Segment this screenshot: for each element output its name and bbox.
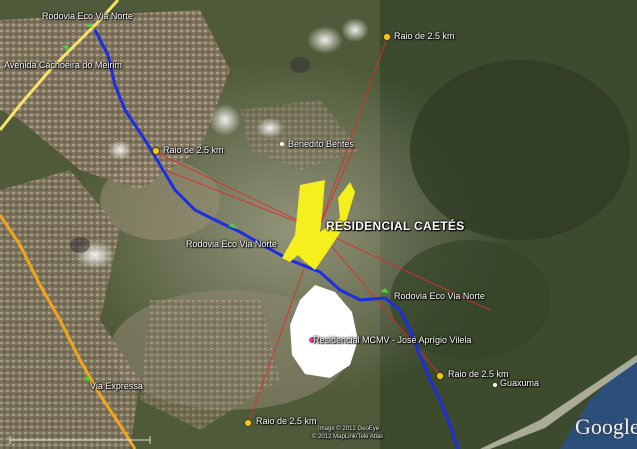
label-mcmv: Residencial MCMV - José Aprígio Vilela [313, 335, 472, 345]
label-via-expressa: Via Expressa [90, 381, 143, 391]
arrow-icon [62, 23, 389, 382]
residencial-caetes-area [282, 180, 355, 270]
label-avenida: Avenida Cachoeira do Meirim [4, 60, 122, 70]
mcmv-area [290, 285, 358, 378]
imagery-credit: Image © 2012 GeoEye [318, 426, 380, 432]
google-logo: Google [575, 414, 637, 439]
pin-icon[interactable] [436, 372, 444, 380]
label-rodovia-mid: Rodovia Eco Via Norte [186, 239, 277, 249]
label-raio-right: Raio de 2.5 km [448, 369, 509, 379]
cloud-shadow [290, 57, 310, 73]
radius-line [164, 169, 319, 231]
urban-area [0, 10, 230, 190]
pin-icon[interactable] [383, 33, 391, 41]
urban-area [140, 300, 280, 430]
pin-icon[interactable] [244, 419, 252, 427]
radius-line [317, 229, 491, 311]
radius-line [154, 151, 319, 231]
label-benedito: Benedito Bentes [288, 139, 355, 149]
label-raio-left: Raio de 2.5 km [163, 145, 224, 155]
radius-line [317, 37, 388, 231]
road-avenida-yellow [0, 0, 120, 131]
scale-bar [9, 436, 151, 444]
cloud [75, 241, 115, 269]
imagery-credit: © 2012 MapLink/Tele Atlas [312, 434, 384, 440]
cloud [70, 237, 90, 253]
terrain-dark-patch [390, 240, 550, 360]
urban-area [240, 100, 360, 170]
road-via-expressa-orange [0, 214, 137, 449]
sea [560, 360, 637, 449]
terrain-dark-patch [410, 60, 630, 240]
cloud [209, 104, 241, 136]
label-rodovia-right: Rodovia Eco Via Norte [394, 291, 485, 301]
label-residencial-caetes: RESIDENCIAL CAETÉS [326, 219, 465, 233]
pin-icon[interactable] [309, 337, 315, 343]
cloud [108, 140, 132, 160]
label-raio-bottom: Raio de 2.5 km [256, 416, 317, 426]
cloud [307, 26, 343, 54]
place-dot [280, 142, 497, 387]
cloud [256, 118, 284, 138]
cloud [341, 18, 369, 42]
label-guaxuma: Guaxuma [500, 378, 540, 388]
label-raio-top: Raio de 2.5 km [394, 31, 455, 41]
pin-icon[interactable] [152, 147, 160, 155]
urban-area [0, 170, 140, 449]
label-rodovia-top: Rodovia Eco Via Norte [42, 11, 133, 21]
radius-line [317, 144, 356, 231]
